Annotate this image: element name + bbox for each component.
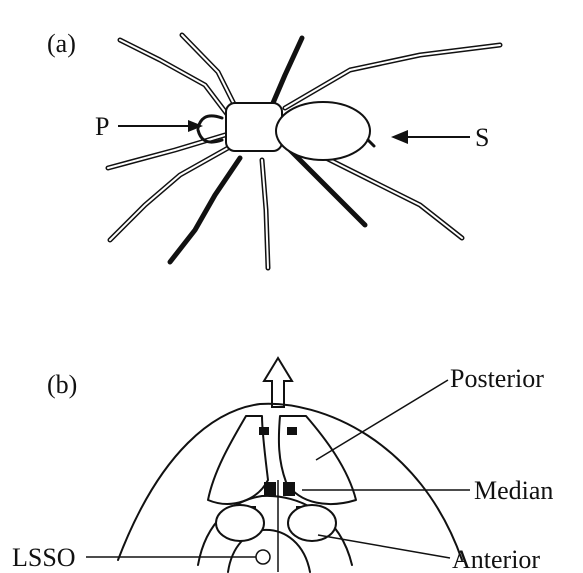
direction-up-arrow <box>264 358 292 407</box>
posterior-eye-marks <box>259 427 269 435</box>
panel-b: (b) Posterior <box>12 358 553 573</box>
label-lsso: LSSO <box>12 543 76 572</box>
anterior-eye-right <box>288 505 336 541</box>
panel-a-label: (a) <box>47 29 76 58</box>
spinnerets <box>368 140 374 146</box>
median-eye-left <box>264 482 276 496</box>
cephalothorax <box>226 103 282 151</box>
leader-posterior <box>316 380 448 460</box>
anterior-eye-left <box>216 505 264 541</box>
label-anterior: Anterior <box>452 545 540 573</box>
posterior-eye-marks-right <box>287 427 297 435</box>
leader-anterior <box>318 535 450 558</box>
label-p: P <box>95 112 109 141</box>
spider-drawing <box>108 35 500 268</box>
label-median: Median <box>474 476 553 505</box>
panel-a: (a) <box>47 29 500 268</box>
lsso-organ <box>256 550 270 564</box>
panel-b-label: (b) <box>47 370 77 399</box>
arrow-s-head <box>391 130 408 144</box>
label-s: S <box>475 123 489 152</box>
label-posterior: Posterior <box>450 364 544 393</box>
eye-diagram <box>118 404 462 572</box>
abdomen <box>276 102 370 160</box>
median-eye-right <box>283 482 295 496</box>
